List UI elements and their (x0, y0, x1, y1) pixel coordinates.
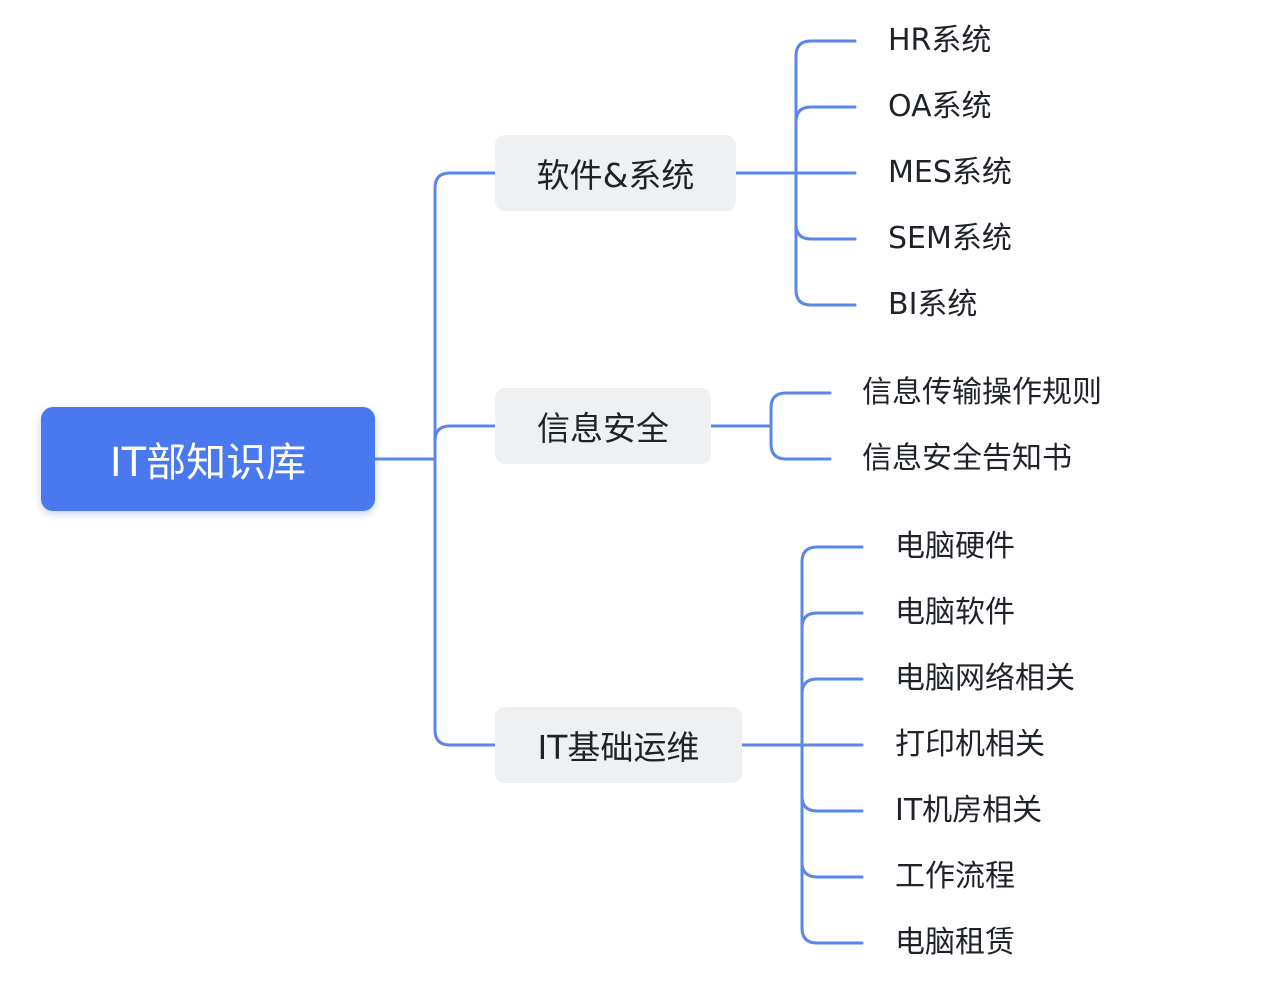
leaf-node[interactable]: 电脑网络相关 (895, 661, 1075, 696)
leaf-node[interactable]: 工作流程 (895, 859, 1015, 894)
leaf-node[interactable]: OA系统 (888, 89, 992, 124)
connector-root-to-software (433, 171, 497, 461)
root-node[interactable]: IT部知识库 (41, 407, 375, 511)
connector-ops-network (800, 677, 864, 696)
connector-security-notice (769, 442, 832, 461)
leaf-node[interactable]: BI系统 (888, 287, 978, 322)
leaf-node[interactable]: 打印机相关 (895, 727, 1045, 762)
connector-ops-software (800, 611, 864, 630)
branch-node-software-systems[interactable]: 软件&系统 (495, 135, 736, 211)
connector-ops-workflow (800, 860, 864, 879)
leaf-node[interactable]: 信息安全告知书 (862, 441, 1072, 476)
leaf-node[interactable]: IT机房相关 (895, 793, 1043, 828)
leaf-node[interactable]: 电脑租赁 (895, 925, 1015, 960)
leaf-node[interactable]: MES系统 (888, 155, 1012, 190)
branch-label: IT基础运维 (537, 728, 700, 767)
connector-software-bi (794, 288, 857, 307)
root-label: IT部知识库 (109, 440, 307, 486)
connector-software-sem (794, 222, 857, 241)
leaf-node[interactable]: SEM系统 (888, 221, 1012, 256)
branch-node-info-security[interactable]: 信息安全 (495, 388, 711, 464)
connector-ops-rental (800, 926, 864, 945)
connector-software-hr (794, 39, 857, 58)
connector-security-rules (769, 391, 832, 410)
connector-software-oa (794, 105, 857, 124)
branch-label: 软件&系统 (536, 156, 695, 195)
leaf-node[interactable]: 电脑硬件 (895, 529, 1015, 564)
branch-node-it-operations[interactable]: IT基础运维 (495, 707, 742, 783)
branch-label: 信息安全 (537, 409, 669, 448)
leaf-node[interactable]: 信息传输操作规则 (862, 375, 1102, 410)
leaf-node[interactable]: HR系统 (888, 23, 992, 58)
connector-ops-server-room (800, 794, 864, 813)
leaf-node[interactable]: 电脑软件 (895, 595, 1015, 630)
connector-root-to-security (433, 424, 497, 461)
connector-root-to-ops (433, 457, 497, 747)
connector-ops-hardware (800, 545, 864, 564)
